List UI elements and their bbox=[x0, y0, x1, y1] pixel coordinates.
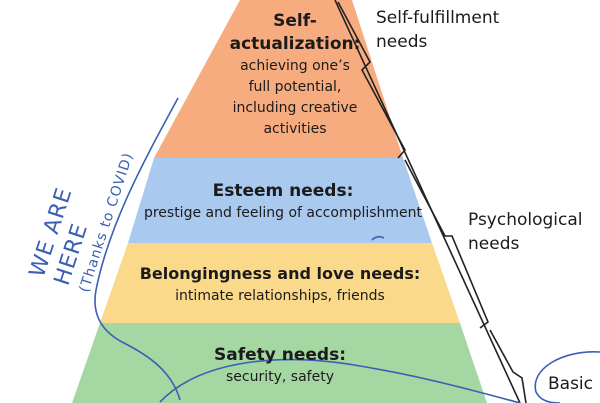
annotation-tick bbox=[371, 235, 385, 241]
tier-safety-needs bbox=[72, 323, 487, 403]
brace-psychological bbox=[404, 159, 489, 329]
belonging-text: Belongingness and love needs: intimate r… bbox=[120, 263, 440, 307]
belonging-desc: intimate relationships, friends bbox=[175, 288, 385, 304]
brace-self-fulfillment bbox=[337, 1, 406, 159]
self-actualization-desc-line-1: achieving one’s bbox=[240, 58, 350, 74]
label-self-fulfillment-line-1: Self-fulfillment bbox=[376, 8, 500, 28]
safety-desc: security, safety bbox=[226, 369, 334, 385]
label-basic-line-1: Basic bbox=[548, 374, 594, 394]
self-actualization-title-line-2: actualization: bbox=[229, 34, 361, 54]
annotation-curve-left bbox=[94, 97, 181, 401]
self-actualization-desc-line-3: including creative bbox=[232, 100, 358, 116]
belonging-title: Belongingness and love needs: bbox=[139, 264, 421, 283]
label-psychological-line-1: Psychological bbox=[468, 210, 583, 230]
self-actualization-desc-line-2: full potential, bbox=[248, 79, 342, 95]
esteem-desc: prestige and feeling of accomplishment bbox=[143, 205, 423, 221]
brace-basic bbox=[489, 329, 527, 403]
annotation-basic-circle bbox=[534, 351, 600, 403]
tier-belongingness-needs bbox=[100, 243, 460, 323]
esteem-title: Esteem needs: bbox=[212, 181, 354, 201]
self-actualization-text: Self- actualization: achieving one’s ful… bbox=[190, 10, 400, 140]
esteem-text: Esteem needs: prestige and feeling of ac… bbox=[138, 180, 428, 224]
label-self-fulfillment-needs: Self-fulfillment needs bbox=[376, 6, 499, 54]
label-self-fulfillment-line-2: needs bbox=[376, 32, 428, 52]
tier-self-actualization bbox=[154, 0, 403, 158]
self-actualization-desc-line-4: activities bbox=[263, 121, 327, 137]
self-actualization-title-line-1: Self- bbox=[273, 11, 317, 31]
tier-esteem-needs bbox=[128, 158, 432, 243]
safety-title: Safety needs: bbox=[213, 345, 346, 365]
label-basic-needs: Basic bbox=[548, 372, 593, 396]
annotation-arrow-curve bbox=[159, 358, 521, 403]
safety-text: Safety needs: security, safety bbox=[180, 344, 380, 388]
label-psychological-needs: Psychological needs bbox=[468, 208, 583, 256]
label-psychological-line-2: needs bbox=[468, 234, 520, 254]
